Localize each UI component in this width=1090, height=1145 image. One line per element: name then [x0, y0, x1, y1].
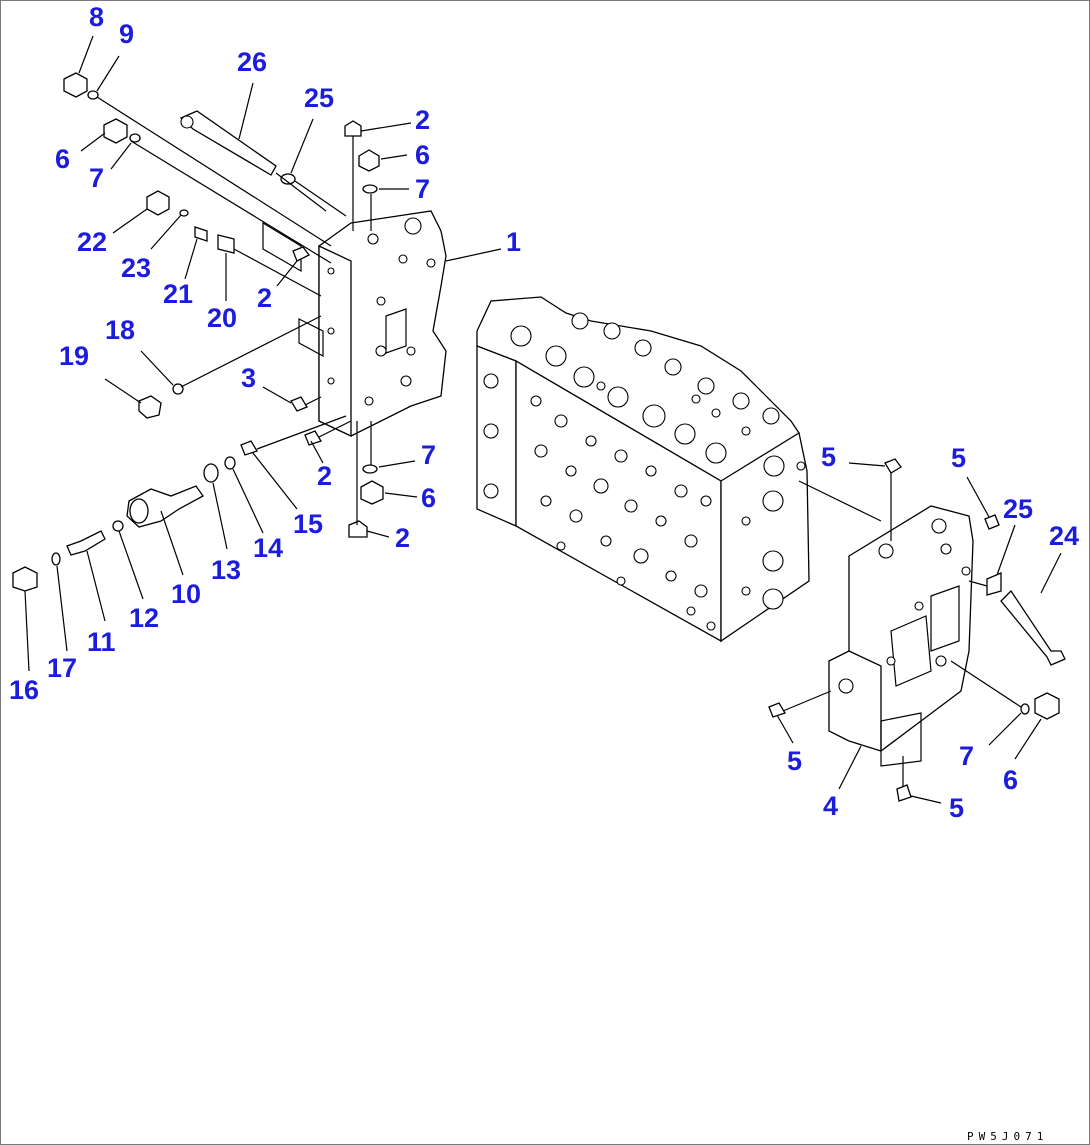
part-label-24: 24 — [1049, 521, 1079, 551]
part-label-17: 17 — [47, 653, 77, 683]
right-face-ports — [741, 455, 806, 610]
part-label-2: 2 — [257, 283, 272, 313]
part-label-6: 6 — [421, 483, 436, 513]
part-label-5: 5 — [787, 746, 802, 776]
part-label-21: 21 — [163, 279, 193, 309]
part-label-2: 2 — [415, 105, 430, 135]
part-label-7: 7 — [415, 174, 430, 204]
part-label-2: 2 — [395, 523, 410, 553]
part-label-6: 6 — [1003, 765, 1018, 795]
part-label-4: 4 — [823, 791, 838, 821]
part-label-2: 2 — [317, 461, 332, 491]
part-label-5: 5 — [821, 442, 836, 472]
part-label-23: 23 — [121, 253, 151, 283]
part-label-10: 10 — [171, 579, 201, 609]
part-label-14: 14 — [253, 533, 283, 563]
part-label-8: 8 — [89, 2, 104, 32]
left-end-cover — [262, 210, 447, 438]
part-label-6: 6 — [55, 144, 70, 174]
part-label-13: 13 — [211, 555, 241, 585]
part-label-1: 1 — [506, 227, 521, 257]
part-label-19: 19 — [59, 341, 89, 371]
part-label-3: 3 — [241, 363, 256, 393]
part-label-7: 7 — [421, 440, 436, 470]
main-valve-block — [476, 296, 810, 643]
part-label-9: 9 — [119, 19, 134, 49]
drawing-code: PW5J071 — [967, 1130, 1048, 1143]
front-face-holes — [483, 373, 716, 631]
part-label-22: 22 — [77, 227, 107, 257]
assembly-lines — [96, 96, 1022, 787]
part-label-18: 18 — [105, 315, 135, 345]
part-label-25: 25 — [304, 83, 334, 113]
top-ports — [510, 312, 780, 464]
part-label-25: 25 — [1003, 494, 1033, 524]
part-label-12: 12 — [129, 603, 159, 633]
part-label-26: 26 — [237, 47, 267, 77]
part-label-5: 5 — [951, 443, 966, 473]
part-label-11: 11 — [87, 627, 116, 657]
part-label-6: 6 — [415, 140, 430, 170]
part-label-7: 7 — [959, 741, 974, 771]
part-label-7: 7 — [89, 163, 104, 193]
part-label-5: 5 — [949, 793, 964, 823]
small-parts — [12, 72, 1066, 802]
part-label-15: 15 — [293, 509, 323, 539]
part-label-20: 20 — [207, 303, 237, 333]
label-leaders — [24, 35, 1062, 804]
part-label-16: 16 — [9, 675, 39, 705]
part-number-labels: 8 9 26 25 2 6 7 6 7 22 23 21 20 1 2 18 1… — [9, 2, 1079, 823]
right-end-cover — [828, 505, 974, 767]
